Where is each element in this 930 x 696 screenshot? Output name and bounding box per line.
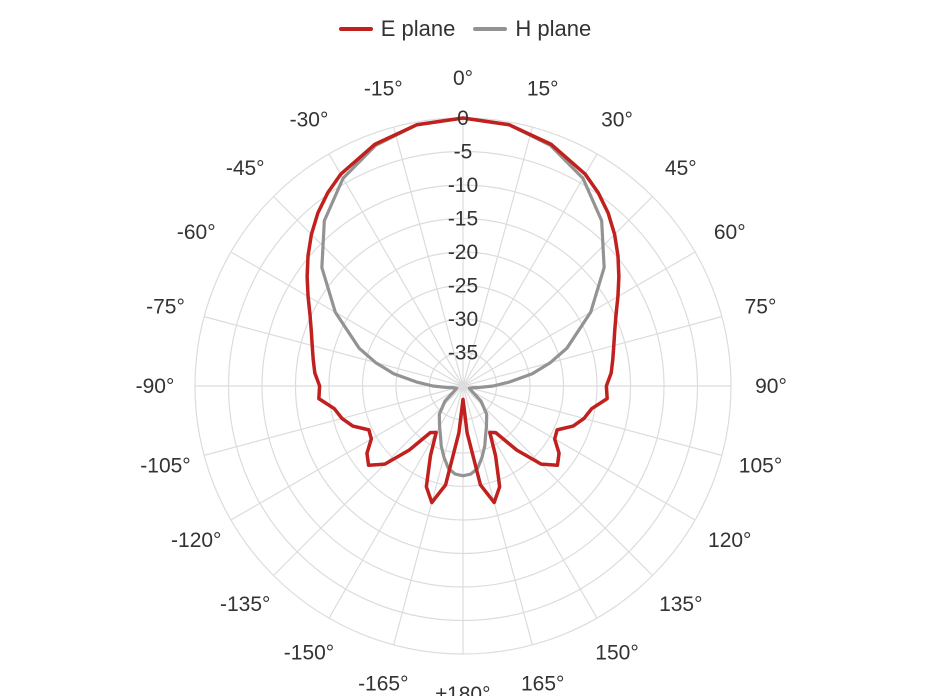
radial-tick-label: 0 [457, 107, 469, 130]
angular-tick-label: -60° [177, 221, 216, 244]
angular-tick-label: 150° [595, 642, 638, 665]
radial-tick-label: -30 [448, 308, 478, 331]
radial-tick-label: -10 [448, 174, 478, 197]
angular-tick-label: -105° [140, 455, 190, 478]
legend-swatch-e-plane [338, 27, 373, 31]
series-lines [305, 116, 621, 505]
radial-tick-label: -25 [448, 275, 478, 298]
legend-item-h-plane[interactable]: H plane [473, 16, 591, 42]
grid-spoke [230, 251, 464, 387]
angular-tick-label: 165° [521, 673, 564, 696]
angular-tick-label: 0° [453, 67, 473, 90]
grid-spoke [393, 126, 464, 387]
grid-spoke [203, 316, 464, 387]
grid-spoke [462, 126, 533, 387]
grid-spoke [462, 316, 723, 387]
grid-spoke [328, 385, 464, 619]
angular-tick-label: 120° [708, 529, 751, 552]
angular-tick-label: -90° [136, 375, 175, 398]
radial-tick-label: -35 [448, 342, 478, 365]
polar-grid [194, 117, 732, 655]
grid-spoke [203, 385, 464, 456]
angular-tick-label: -135° [220, 593, 270, 616]
angular-tick-label: 135° [659, 593, 702, 616]
angular-tick-label: 75° [745, 295, 777, 318]
angular-tick-label: -45° [226, 157, 265, 180]
grid-spoke [462, 153, 598, 387]
radial-tick-label: -5 [454, 141, 473, 164]
angular-tick-labels: 0° 15° 30° 45° 60° 75° 90° 105° 120° 135° 150° 165°… [136, 67, 787, 696]
grid-spoke [328, 153, 464, 387]
grid-spoke [462, 251, 696, 387]
angular-tick-label: 105° [739, 455, 782, 478]
legend: E plane H plane [0, 16, 930, 42]
series-line-e-plane [305, 116, 621, 505]
grid-spoke [462, 385, 533, 646]
angular-tick-label: -15° [364, 77, 403, 100]
legend-label-h-plane: H plane [515, 16, 592, 41]
angular-tick-label: -75° [146, 295, 185, 318]
legend-label-e-plane: E plane [380, 16, 456, 41]
legend-swatch-h-plane [473, 27, 508, 31]
grid-spoke [230, 385, 464, 521]
grid-spoke [462, 385, 653, 576]
angular-tick-label: 45° [665, 157, 697, 180]
radial-tick-labels: 0 -5 -10 -15 -20 -25 -30 -35 [448, 107, 478, 365]
radial-tick-label: -15 [448, 208, 478, 231]
angular-tick-label: -165° [358, 673, 408, 696]
grid-spoke [462, 196, 653, 387]
radial-tick-label: -20 [448, 241, 478, 264]
grid-spoke [393, 385, 464, 646]
angular-tick-label: -30° [290, 108, 329, 131]
angular-tick-label: 90° [755, 375, 787, 398]
grid-spoke [462, 385, 723, 456]
angular-tick-label: 15° [527, 77, 559, 100]
grid-spoke [273, 385, 464, 576]
legend-item-e-plane[interactable]: E plane [338, 16, 456, 42]
angular-tick-label: -150° [284, 642, 334, 665]
angular-tick-label: ±180° [436, 683, 491, 696]
grid-spoke [462, 385, 696, 521]
grid-spoke [462, 385, 598, 619]
angular-tick-label: 60° [714, 221, 746, 244]
angular-tick-label: 30° [601, 108, 633, 131]
grid-spoke [273, 196, 464, 387]
angular-tick-label: -120° [171, 529, 221, 552]
series-line-h-plane [320, 116, 606, 478]
